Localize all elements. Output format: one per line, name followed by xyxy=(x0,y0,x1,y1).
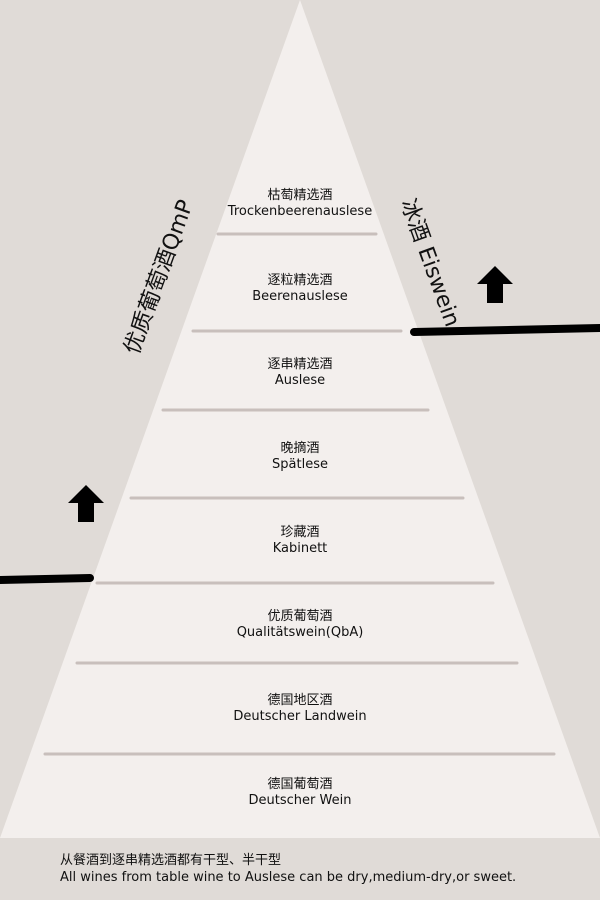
footer-note: 从餐酒到逐串精选酒都有干型、半干型 All wines from table w… xyxy=(60,852,516,886)
footer-en: All wines from table wine to Auslese can… xyxy=(60,870,517,885)
qmp-boundary-line xyxy=(0,574,94,584)
tier-de: Beerenauslese xyxy=(252,289,348,304)
tier-de: Kabinett xyxy=(272,541,328,556)
tier-zh: 优质葡萄酒 xyxy=(267,609,333,624)
tier-zh: 德国葡萄酒 xyxy=(267,777,333,792)
tier-zh: 珍藏酒 xyxy=(280,525,320,540)
tier-de: Auslese xyxy=(274,373,326,388)
tier-zh: 逐串精选酒 xyxy=(267,357,333,372)
tier-de: Spätlese xyxy=(272,457,328,472)
tier-zh: 德国地区酒 xyxy=(267,693,333,708)
eiswein-boundary-line xyxy=(410,324,600,336)
tier-de: Qualitätswein(QbA) xyxy=(236,625,364,640)
up-arrow-icon xyxy=(68,485,104,522)
tier-zh: 枯萄精选酒 xyxy=(267,188,333,203)
tier-de: Deutscher Landwein xyxy=(233,709,367,724)
up-arrow-icon xyxy=(477,266,513,303)
tier-zh: 逐粒精选酒 xyxy=(267,273,333,288)
tier-de: Deutscher Wein xyxy=(248,793,352,808)
tier-de: Trockenbeerenauslese xyxy=(227,204,373,219)
footer-zh: 从餐酒到逐串精选酒都有干型、半干型 xyxy=(60,853,282,868)
tier-zh: 晚摘酒 xyxy=(280,441,320,456)
pyramid xyxy=(0,0,600,838)
